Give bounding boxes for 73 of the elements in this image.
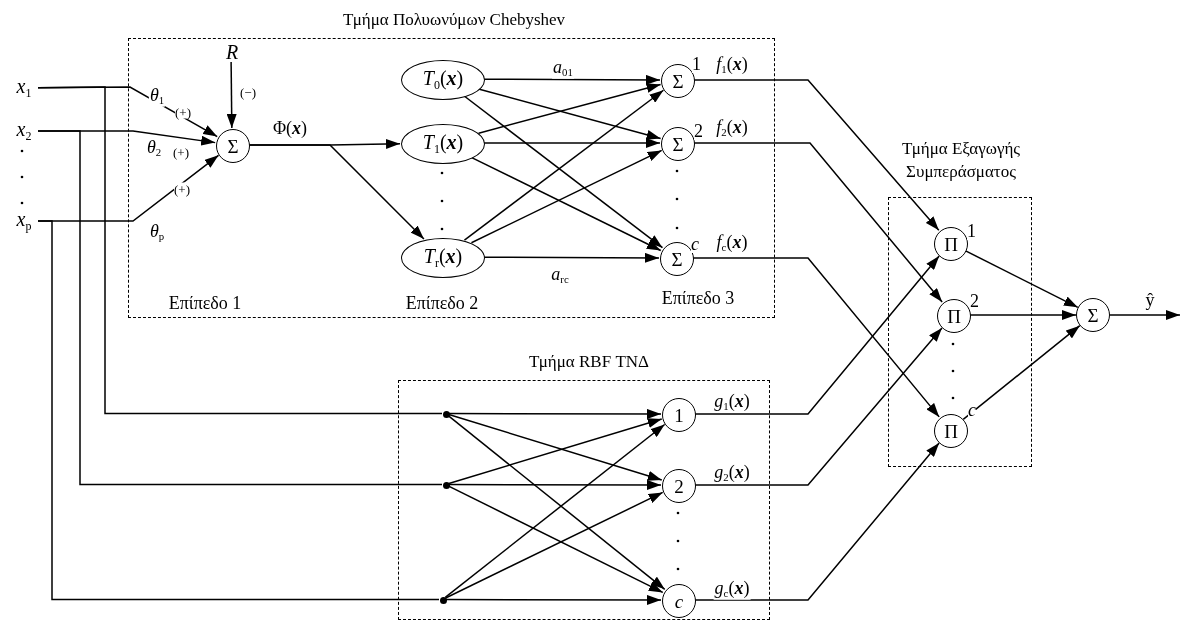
- edge-label: Φ(x): [271, 119, 309, 137]
- connector-line: [37, 130, 443, 486]
- node-label: Σ: [227, 136, 239, 156]
- node-label: Σ: [672, 134, 684, 154]
- input-label: x$_{p}$: [16, 209, 32, 233]
- edge-label: f$_{2}$(x): [715, 117, 749, 139]
- sign-label: (+): [175, 105, 191, 119]
- node-label: Σ: [1087, 305, 1099, 325]
- arrow: [445, 594, 662, 605]
- section-title: Τμήμα RBF ΤΝΔ: [528, 351, 650, 373]
- section-title: Τμήμα Πολυωνύμων Chebyshev: [341, 9, 567, 31]
- node-label: T$_{r}$(x): [423, 246, 463, 270]
- node-label: Σ: [672, 71, 684, 91]
- edge-label: g$_{c}$(x): [713, 578, 751, 600]
- node-index: 1: [692, 55, 701, 73]
- arrow: [694, 442, 940, 601]
- arrow: [448, 408, 662, 419]
- input-label: x$_{2}$: [16, 119, 32, 143]
- arrow: [248, 144, 425, 240]
- arrow: [1109, 310, 1181, 320]
- arrow: [448, 479, 662, 490]
- edge-label: f$_{c}$(x): [715, 232, 749, 254]
- section-title: Τμήμα Εξαγωγής Συμπεράσματος: [900, 138, 1022, 183]
- edge-label: g$_{2}$(x): [713, 462, 751, 484]
- arrow: [483, 74, 661, 85]
- node-label: Π: [944, 421, 958, 441]
- arrow: [962, 324, 1081, 421]
- arrow: [693, 79, 940, 231]
- node-label: T$_{0}$(x): [422, 68, 464, 92]
- arrow: [483, 138, 661, 148]
- neuron-circle: [662, 584, 696, 618]
- junction-dot: [443, 411, 450, 418]
- junction-dot: [440, 597, 447, 604]
- connector-line: [37, 86, 443, 415]
- node-label: 1: [674, 405, 684, 425]
- node-index: 1: [967, 222, 976, 240]
- junction-dot: [443, 482, 450, 489]
- edge-label: ŷ: [1144, 291, 1156, 309]
- arrow: [693, 142, 943, 303]
- edge-label: f$_{1}$(x): [715, 54, 749, 76]
- edge-label: θ$_{2}$: [145, 137, 163, 159]
- sign-label: (+): [174, 182, 190, 196]
- layer-label: Επίπεδο 3: [661, 289, 735, 307]
- neuron-circle: [662, 469, 696, 503]
- node-label: Π: [944, 234, 958, 254]
- node-label: Π: [947, 306, 961, 326]
- edge-label: θ$_{p}$: [148, 221, 166, 243]
- node-label: Σ: [671, 249, 683, 269]
- arrow: [483, 252, 660, 263]
- edge-label: g$_{1}$(x): [713, 391, 751, 413]
- layer-label: Επίπεδο 1: [168, 294, 242, 312]
- node-label: c: [674, 591, 684, 611]
- node-label: 2: [674, 476, 684, 496]
- node-index: 2: [694, 122, 703, 140]
- polynomial-ellipse: [401, 124, 485, 164]
- node-label: T$_{1}$(x): [422, 132, 464, 156]
- edge-label: (−): [239, 85, 257, 99]
- edge-label: θ$_{1}$: [148, 85, 166, 107]
- arrow: [477, 83, 662, 134]
- neuron-circle: [662, 398, 696, 432]
- node-index: 2: [970, 292, 979, 310]
- polynomial-ellipse: [401, 60, 485, 100]
- neuron-circle: [1076, 298, 1110, 332]
- neuron-circle: [216, 129, 250, 163]
- input-label: x$_{1}$: [16, 76, 32, 100]
- arrow: [226, 61, 237, 129]
- arrow: [969, 310, 1077, 320]
- layer-label: Επίπεδο 2: [405, 294, 479, 312]
- arrow: [964, 249, 1079, 309]
- connector-line: [37, 220, 440, 601]
- arrow: [694, 327, 943, 486]
- input-label: R: [225, 42, 239, 62]
- sign-label: (+): [173, 145, 189, 159]
